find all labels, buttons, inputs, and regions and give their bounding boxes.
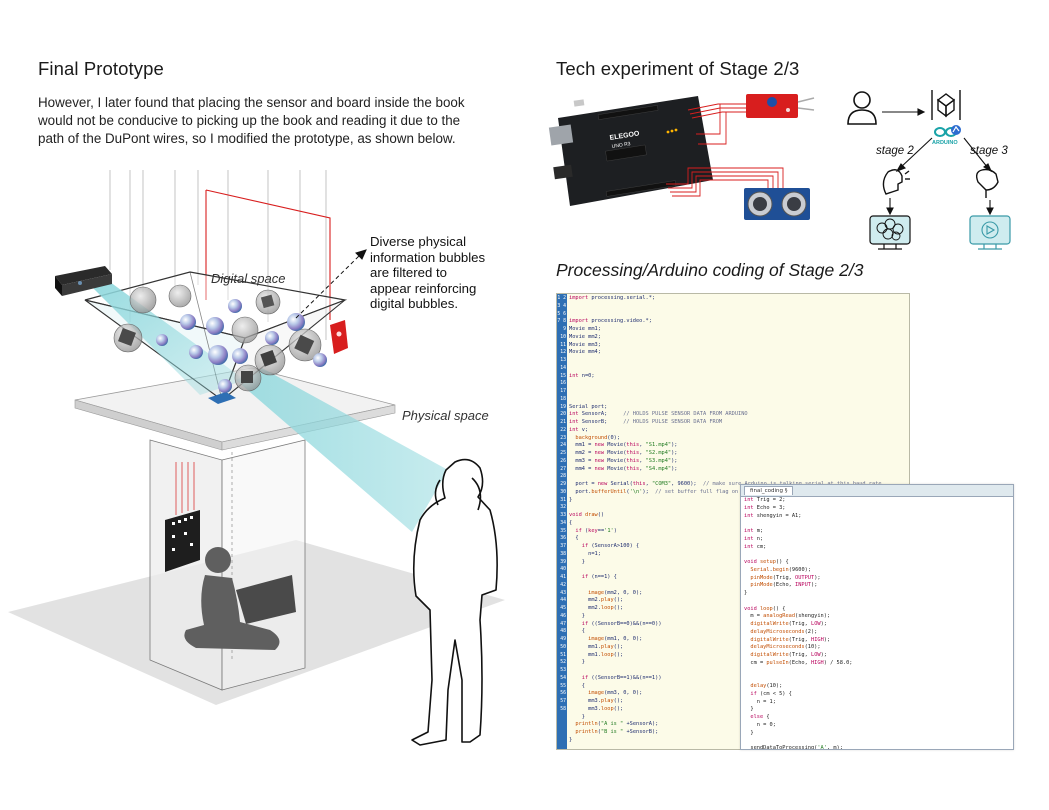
speaking-head-icon xyxy=(882,169,910,195)
bubbles-screen-icon xyxy=(869,215,911,250)
callout-arrow xyxy=(295,249,367,319)
pedestal-right-face xyxy=(221,439,306,691)
kinect-sensor xyxy=(55,266,112,296)
bubbles-callout: Diverse physical information bubbles are… xyxy=(370,234,485,312)
circuit-diagram: ELEGOO UNO R3 xyxy=(548,94,815,220)
prototype-description: However, I later found that placing the … xyxy=(38,94,508,148)
tech-experiment-title: Tech experiment of Stage 2/3 xyxy=(556,58,800,79)
information-bubbles xyxy=(113,284,327,393)
visitor-silhouette xyxy=(411,458,498,746)
coding-title: Processing/Arduino coding of Stage 2/3 xyxy=(556,260,864,280)
description-line-3: path of the DuPont wires, so I modified … xyxy=(38,131,456,146)
label-physical-space: Physical space xyxy=(402,408,489,423)
description-line-1: However, I later found that placing the … xyxy=(38,95,465,110)
light-beam-physical xyxy=(236,368,448,532)
interaction-flow-diagram: ARDUINO stage 2 stage 3 xyxy=(847,90,1011,250)
user-icon xyxy=(847,91,877,125)
hand-grab-icon xyxy=(975,168,999,198)
circuit-wires xyxy=(666,103,784,197)
projected-screen xyxy=(208,392,236,404)
play-screen-icon xyxy=(969,215,1011,250)
pulse-sensor-module xyxy=(746,94,815,118)
arduino-board: ELEGOO UNO R3 xyxy=(548,96,713,206)
red-sensor-module xyxy=(330,320,348,354)
callout-line-5: digital bubbles. xyxy=(370,296,458,311)
label-digital-space: Digital space xyxy=(211,271,286,286)
arduino-label: ARDUINO xyxy=(932,140,958,146)
arduino-tab-bar: final_coding § xyxy=(741,485,1013,497)
arduino-code-text: int Trig = 2; int Echo = 3; int shengyin… xyxy=(744,497,853,750)
stage3-label: stage 3 xyxy=(970,145,1008,157)
description-line-2: would not be conducive to picking up the… xyxy=(38,113,461,128)
callout-line-2: information bubbles xyxy=(370,249,486,265)
callout-line-4: appear reinforcing xyxy=(370,280,477,296)
red-wire-frame xyxy=(205,189,331,320)
board-brand: ELEGOO xyxy=(609,130,640,142)
processing-logo-icon xyxy=(951,125,961,135)
arduino-code-panel: final_coding § int Trig = 2; int Echo = … xyxy=(740,484,1014,750)
board-model: UNO R3 xyxy=(611,141,631,150)
arduino-tab[interactable]: final_coding § xyxy=(744,486,794,495)
seated-person-silhouette xyxy=(184,547,296,650)
stage2-label: stage 2 xyxy=(876,145,914,157)
processing-line-gutter: 1 2 3 4 5 6 7 8 9 10 11 12 13 14 15 16 1… xyxy=(557,294,567,749)
prototype-illustration xyxy=(8,170,505,746)
pyramid-device-icon xyxy=(931,90,961,120)
ultrasonic-sensor xyxy=(744,188,810,220)
callout-line-3: are filtered to xyxy=(370,265,447,280)
final-prototype-title: Final Prototype xyxy=(38,58,164,79)
pedestal-circuit-board xyxy=(165,462,200,572)
callout-line-1: Diverse physical xyxy=(370,234,467,249)
